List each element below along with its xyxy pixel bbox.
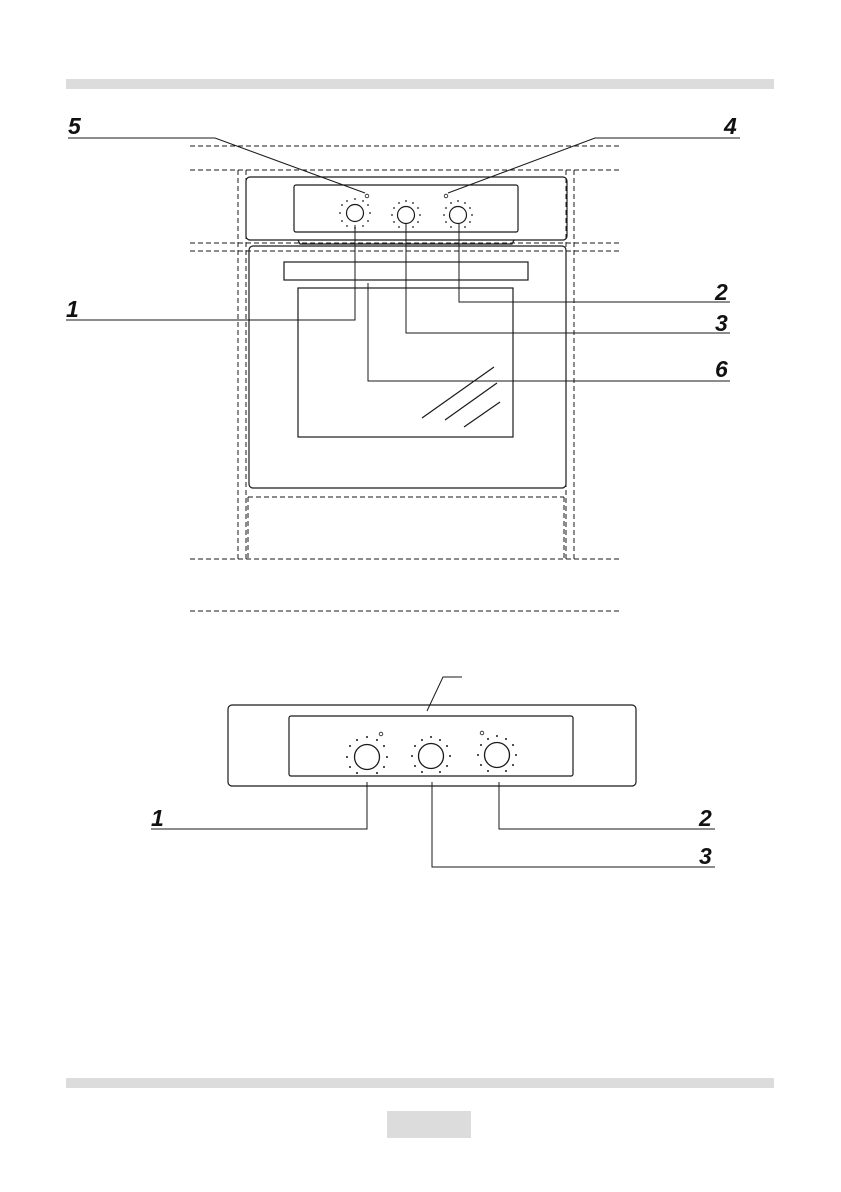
thermostat-knob[interactable] [443, 200, 473, 228]
callout-2-top: 2 [714, 279, 728, 305]
callout-3-top: 3 [715, 310, 728, 336]
callout-6-top: 6 [715, 356, 728, 382]
function-knob-detail[interactable] [346, 732, 388, 774]
lamp-indicator-left [365, 194, 369, 198]
callout-5-top: 5 [68, 113, 82, 139]
timer-knob-detail[interactable] [411, 736, 451, 773]
oven-door [249, 246, 566, 488]
footer-rule [66, 1078, 774, 1088]
thermostat-knob-detail[interactable] [477, 731, 517, 772]
leader-lines-top [66, 138, 740, 381]
callout-1-top: 1 [66, 296, 79, 322]
callout-1-bottom: 1 [151, 805, 164, 831]
callout-4-top: 4 [723, 113, 737, 139]
lamp-indicator-right [444, 194, 448, 198]
timer-knob[interactable] [391, 200, 421, 228]
callout-2-bottom: 2 [698, 805, 712, 831]
function-knob[interactable] [339, 198, 371, 229]
page-number-tab [387, 1111, 471, 1138]
callout-3-bottom: 3 [699, 843, 712, 869]
